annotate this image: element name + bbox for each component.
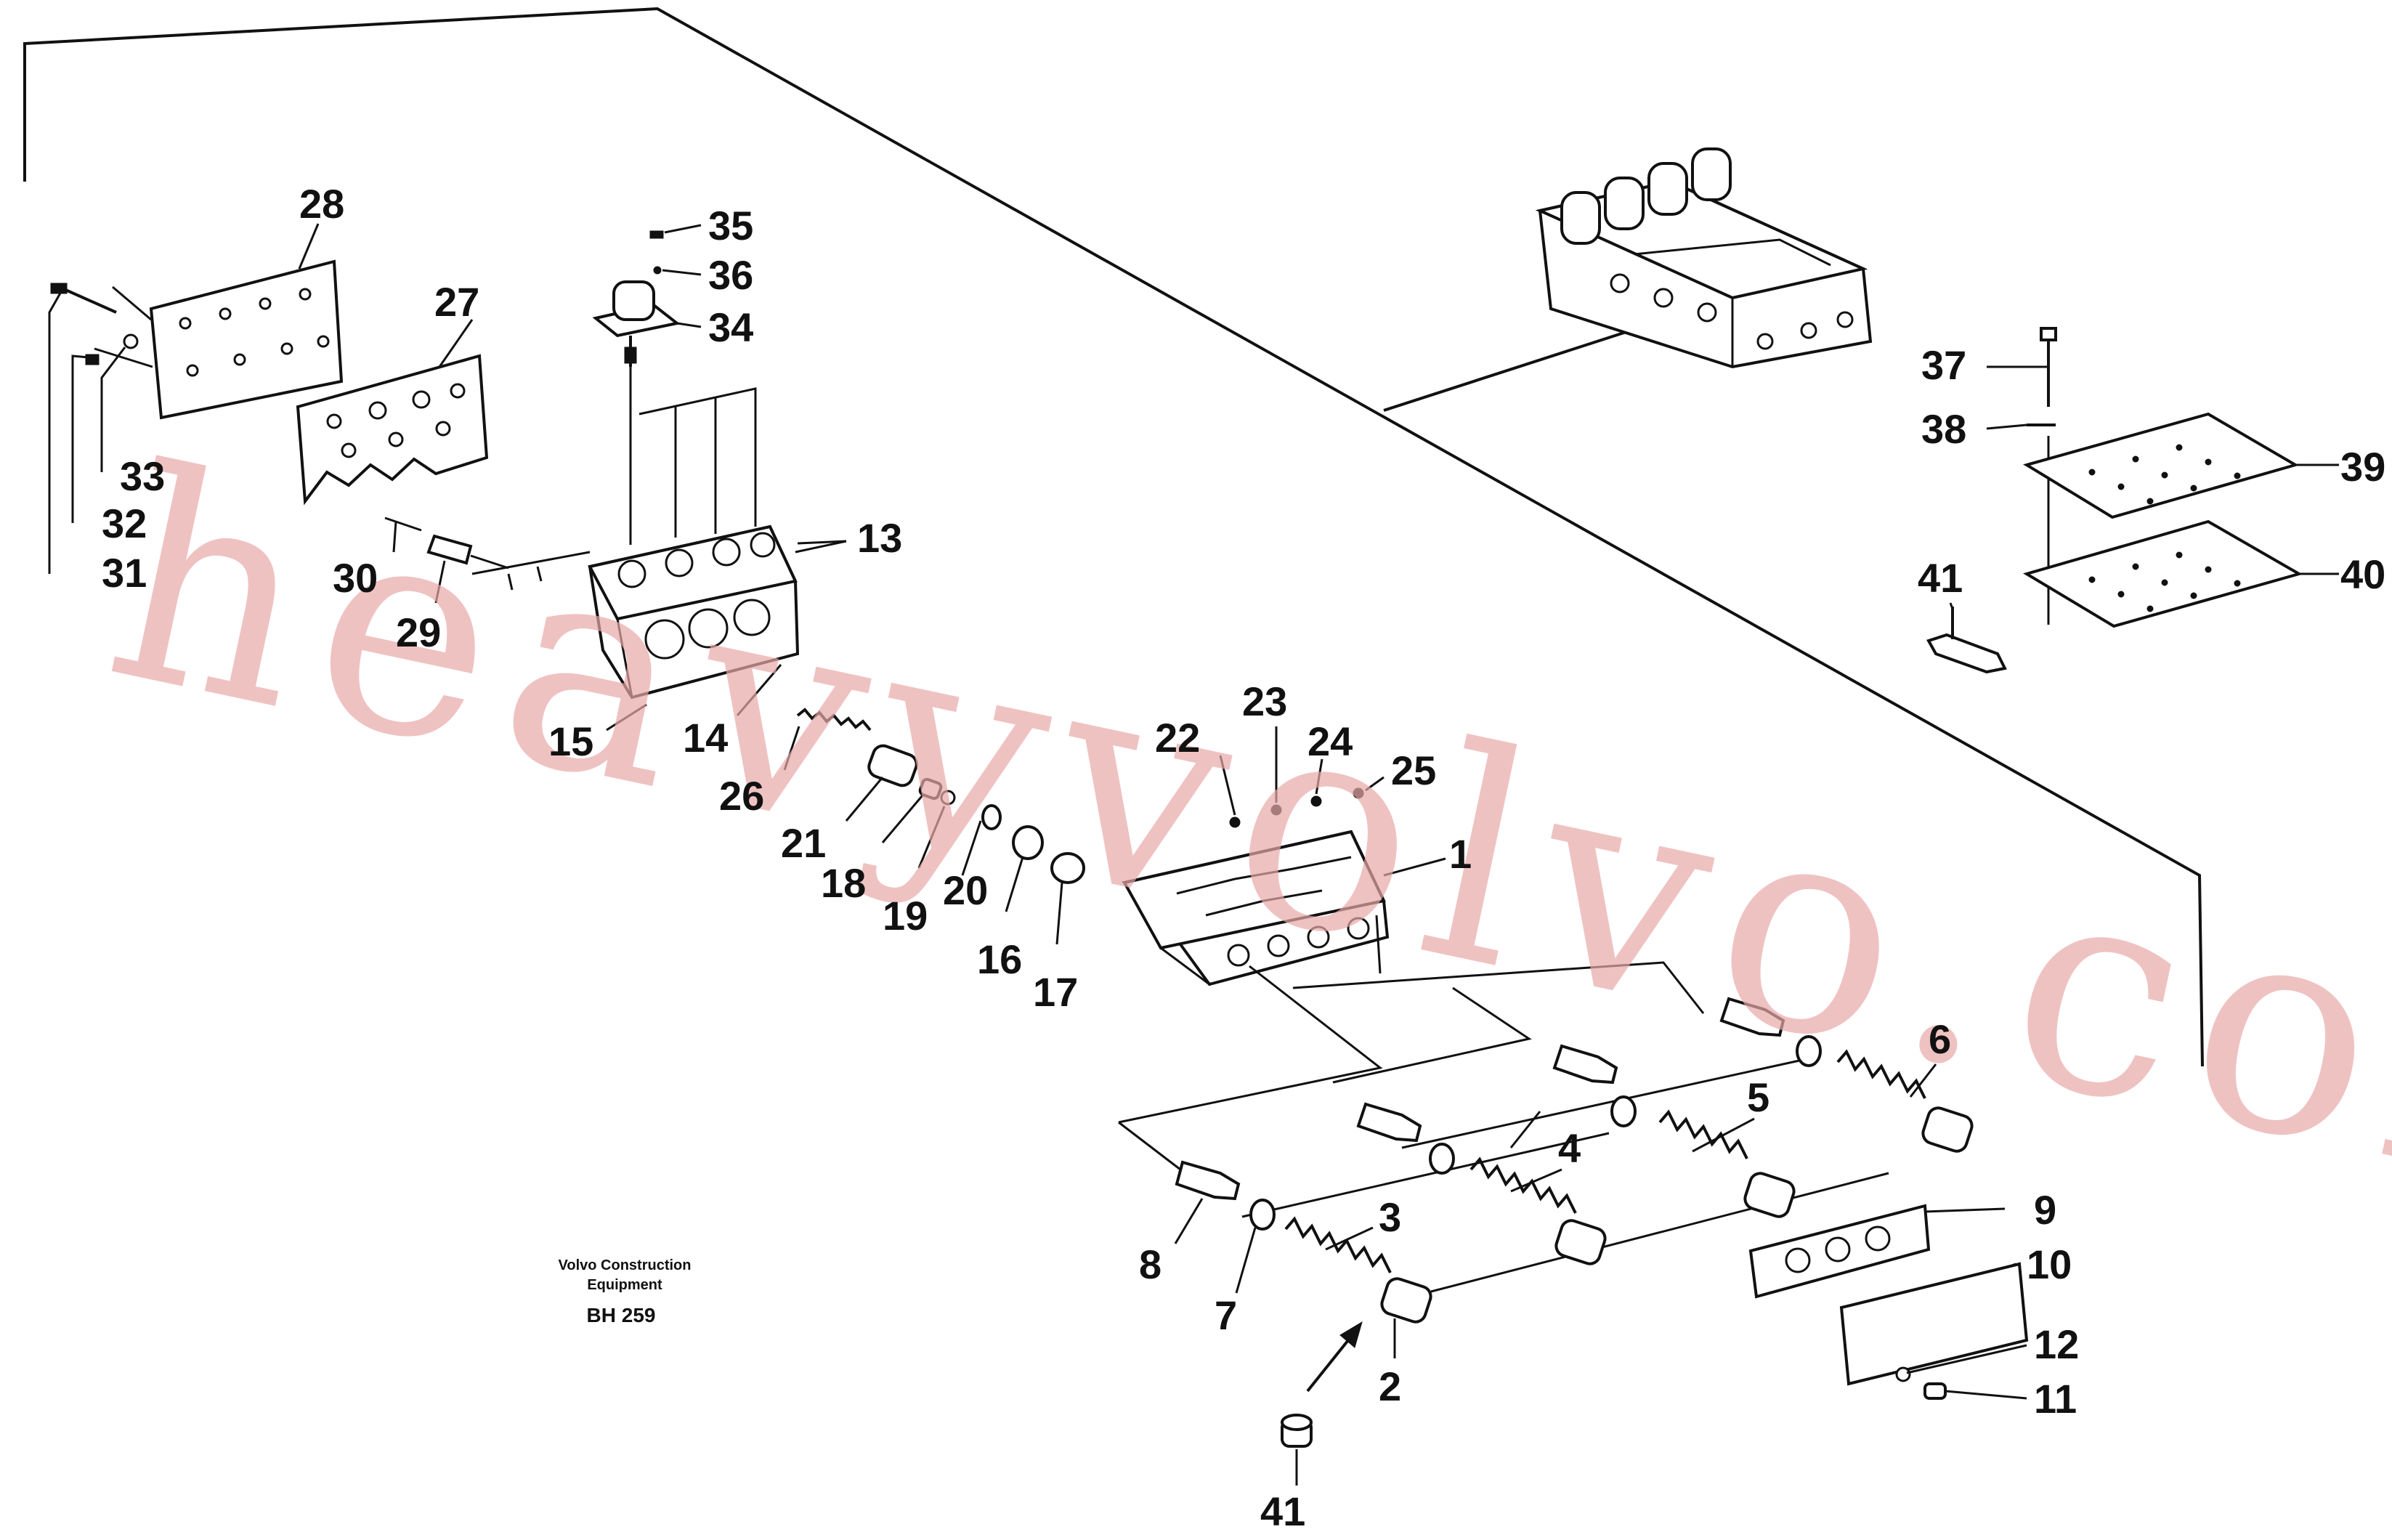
cover-plate-10: [1839, 1262, 2029, 1386]
callout-34: 34: [708, 304, 753, 350]
gasket-plate-9: [1748, 1204, 1931, 1299]
gasket-27: [296, 354, 489, 506]
screws-31-33: [50, 283, 139, 365]
spool-routing-lines: [1118, 915, 1889, 1293]
callout-10: 10: [2027, 1241, 2072, 1287]
callout-24: 24: [1308, 718, 1353, 764]
callout-30: 30: [333, 555, 378, 601]
gasket-40: [2023, 519, 2303, 628]
callout-6: 6: [1929, 1016, 1951, 1062]
callout-39: 39: [2340, 444, 2385, 490]
springs-3-6: [1284, 1049, 1926, 1273]
diagram-frame: [23, 7, 2204, 1067]
credit-line-2: Equipment: [587, 1277, 662, 1293]
callout-2: 2: [1379, 1363, 1401, 1409]
callout-20: 20: [943, 867, 988, 913]
washers-7: [1249, 1035, 1822, 1231]
cover-plate-28: [94, 259, 344, 420]
leader-lines: [48, 223, 2339, 1486]
solenoid-guide-lines: [629, 367, 757, 545]
callout-5: 5: [1747, 1074, 1769, 1120]
spring-26: [796, 708, 872, 732]
callout-33: 33: [120, 453, 165, 499]
callout-25: 25: [1391, 747, 1436, 793]
valve-housing-13: [588, 524, 847, 700]
callout-16: 16: [977, 936, 1022, 982]
screws-11-12: [1895, 1366, 1947, 1400]
callout-41-bottom: 41: [1260, 1488, 1305, 1534]
callout-13: 13: [857, 515, 902, 561]
callout-22: 22: [1155, 715, 1200, 761]
callout-27: 27: [434, 279, 479, 325]
diagram-code: BH 259: [587, 1304, 656, 1326]
callout-1: 1: [1449, 831, 1472, 877]
callout-15: 15: [548, 718, 593, 764]
callout-23: 23: [1242, 678, 1287, 724]
cover-plate-39: [2023, 412, 2300, 519]
credit-line-1: Volvo Construction: [559, 1257, 692, 1273]
credit-block: Volvo Construction Equipment BH 259: [559, 1257, 692, 1326]
callout-3: 3: [1379, 1194, 1401, 1240]
callout-37: 37: [1921, 342, 1966, 388]
callout-18: 18: [821, 860, 866, 906]
callout-14: 14: [683, 715, 728, 761]
callout-labels: 28 27 35 36 34 33 32 31 30 29 13 15 14 2…: [102, 181, 2385, 1534]
callout-21: 21: [781, 820, 826, 866]
callout-36: 36: [708, 252, 753, 298]
callout-28: 28: [299, 181, 344, 227]
callout-9: 9: [2034, 1187, 2056, 1233]
callout-19: 19: [883, 893, 928, 939]
callout-29: 29: [396, 609, 441, 655]
callout-41-top: 41: [1918, 555, 1963, 601]
assembly-arrow: [1306, 1321, 1363, 1393]
clamp-41-top: [1926, 607, 2007, 674]
spool-parts-21-16: [867, 744, 1085, 884]
callout-11: 11: [2034, 1376, 2077, 1422]
valve-assembly-overview: [1535, 147, 1873, 369]
solenoid-34: [592, 230, 681, 367]
small-plugs-22-25: [1229, 787, 1364, 828]
plug-29-30: [384, 516, 591, 591]
spool-plugs-8: [1175, 997, 1785, 1201]
plug-41-bottom: [1281, 1414, 1313, 1448]
callout-4: 4: [1558, 1125, 1581, 1171]
callout-12: 12: [2034, 1321, 2079, 1367]
callout-40: 40: [2340, 551, 2385, 597]
callout-8: 8: [1139, 1241, 1161, 1287]
callout-17: 17: [1033, 969, 1078, 1015]
callout-38: 38: [1921, 406, 1966, 452]
watermark-text: heavyvolvo.com: [86, 406, 2392, 1281]
callout-7: 7: [1215, 1292, 1237, 1338]
callout-35: 35: [708, 203, 753, 248]
callout-26: 26: [719, 773, 764, 819]
caps-2: [1380, 1106, 1974, 1324]
callout-31: 31: [102, 550, 147, 596]
callout-32: 32: [102, 500, 147, 546]
main-valve-body-1: [1122, 830, 1390, 986]
